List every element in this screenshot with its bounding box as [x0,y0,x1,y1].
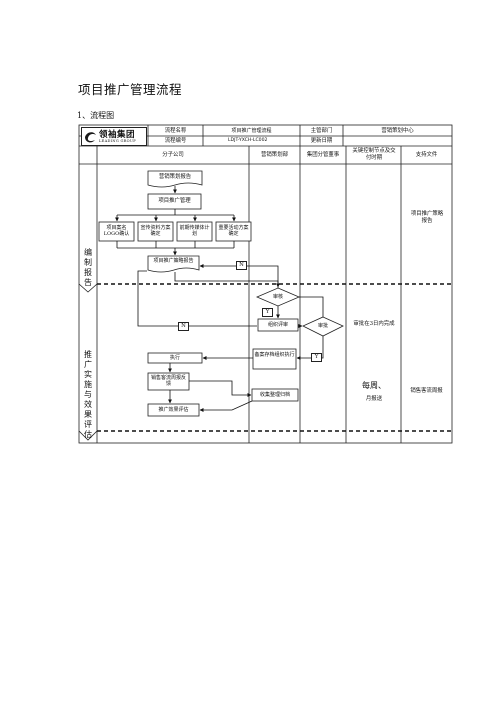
column-header-marketing: 营销策划部 [261,152,288,158]
column-header-company: 分子公司 [162,152,184,158]
flow-label-yes-1: Y [262,308,273,317]
strategy-report-document-shape [147,255,200,273]
document-title: 项目推广管理流程 [78,82,183,97]
evaluate-box [147,403,200,417]
keypoint-monthly: 月报送 [365,396,383,402]
flow-label-yes-2: Y [311,353,322,362]
logo-text-en: LEADING GROUP [99,139,136,143]
process-code-label: 流程编号 [164,138,187,144]
node-execute-label: 执行 [169,355,180,361]
keypoint-weekly: 每周、 [362,381,386,390]
section-heading: 1、流程图 [77,111,115,120]
node-evaluate-label: 推广效果评估 [158,407,189,413]
flow-label-no-2: N [178,322,189,331]
node-media-label: 前期传媒体计划 [179,225,210,237]
node-promo-label: 宣传资料方案确定 [140,225,171,237]
node-review-label: 审核 [272,294,283,300]
collect-box [251,388,299,402]
name-logo-box [98,221,135,242]
dept-value: 营销策划中心 [381,128,414,134]
update-date-label: 更新日期 [310,138,333,144]
media-box [176,221,213,242]
promo-box [137,221,174,242]
execute-box [147,352,203,364]
support-doc-sales-weekly: 销售客流周报 [410,388,443,394]
weekly-report-box [147,372,190,391]
node-strategy-report-label: 项目推广策略报告 [153,258,194,264]
flow-label-no-1: N [236,261,247,270]
node-manage-label: 项目推广管理 [158,198,191,204]
node-report-label: 营销策划报告 [158,174,192,180]
dept-label: 主管部门 [310,128,333,134]
node-archive-label: 备案存档组织执行 [254,352,295,358]
node-weekly-report-label: 销售客流周报反馈 [150,375,186,387]
process-name-value: 项目推广管理流程 [231,128,272,134]
org-review-box [257,318,299,332]
keypoint-approve-time: 审批在3日内完成 [353,321,395,327]
column-header-support: 支持文件 [415,152,438,158]
column-header-group-director: 集团分管董事 [306,152,340,158]
logo-text-cn: 领袖集团 [99,130,136,140]
column-header-keypoints: 关键控制节点及交付时期 [352,148,396,161]
manage-box [147,193,202,210]
process-name-label: 流程名称 [164,128,187,134]
node-name-logo-label: 项目案名LOGO确认 [103,225,130,237]
support-doc-strategy-report: 项目推广策略报告 [410,211,444,224]
event-box [215,221,252,242]
archive-box [252,348,297,370]
logo-emblem-icon [85,132,96,143]
node-event-label: 重要活动方案确定 [218,225,249,237]
node-org-review-label: 组织评审 [267,322,288,328]
process-code-value: LDJT-YXCH-LC002 [228,138,268,143]
company-logo [81,127,147,146]
phase-label-prepare: 编制报告 [84,248,92,287]
report-document-shape [147,170,203,188]
node-approve-label: 审批 [317,323,328,329]
node-collect-label: 收集整理归档 [259,392,290,398]
phase-label-execute: 推广实施与效果评估 [84,350,92,439]
